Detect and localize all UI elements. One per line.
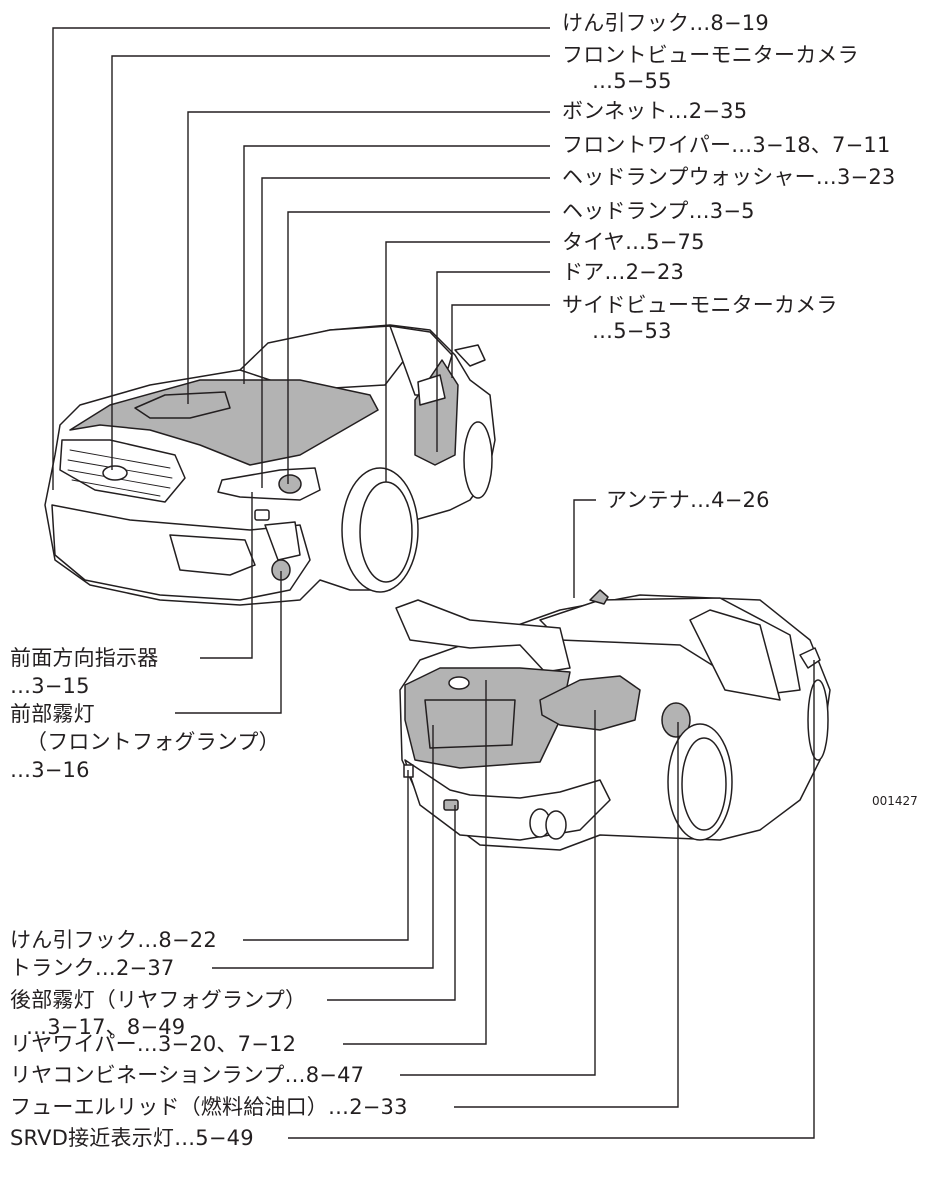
label-front-view-monitor-camera-page: …5−55 [592,69,672,93]
label-srvd-indicator: SRVD接近表示灯…5−49 [10,1126,254,1150]
label-rear-fog-lamp-page: …3−17、8−49 [26,1015,186,1039]
label-front-fog-lamp-page: …3−16 [10,758,90,782]
label-headlamp-washer: ヘッドランプウォッシャー…3−23 [562,165,896,189]
label-tow-hook-rear: けん引フック…8−22 [10,928,217,952]
label-tire: タイヤ…5−75 [562,230,705,254]
label-door: ドア…2−23 [562,260,685,284]
label-headlamp: ヘッドランプ…3−5 [562,199,755,223]
leader-lines [52,27,815,1139]
label-fuel-lid: フューエルリッド（燃料給油口）…2−33 [10,1095,408,1119]
label-front-turn-signal-page: …3−15 [10,674,90,698]
rear-car-drawing [395,589,831,851]
label-rear-combination-lamp: リヤコンビネーションランプ…8−47 [10,1063,365,1087]
label-antenna: アンテナ…4−26 [606,488,770,512]
front-car-drawing [44,324,496,606]
label-rear-fog-lamp: 後部霧灯（リヤフォグランプ） [10,988,307,1012]
label-front-fog-lamp-paren: （フロントフォグランプ） [26,730,280,754]
figure-code: 001427 [872,794,918,808]
label-side-view-monitor-camera: サイドビューモニターカメラ [562,293,838,317]
label-rear-wiper: リヤワイパー…3−20、7−12 [10,1032,297,1056]
label-tow-hook-front: けん引フック…8−19 [562,11,769,35]
label-front-view-monitor-camera: フロントビューモニターカメラ [562,43,859,67]
label-trunk: トランク…2−37 [10,956,175,980]
label-front-turn-signal: 前面方向指示器 [10,646,159,670]
label-side-view-monitor-camera-page: …5−53 [592,319,672,343]
label-front-wiper: フロントワイパー…3−18、7−11 [562,133,891,157]
label-front-fog-lamp: 前部霧灯 [10,702,95,726]
label-bonnet: ボンネット…2−35 [562,99,748,123]
